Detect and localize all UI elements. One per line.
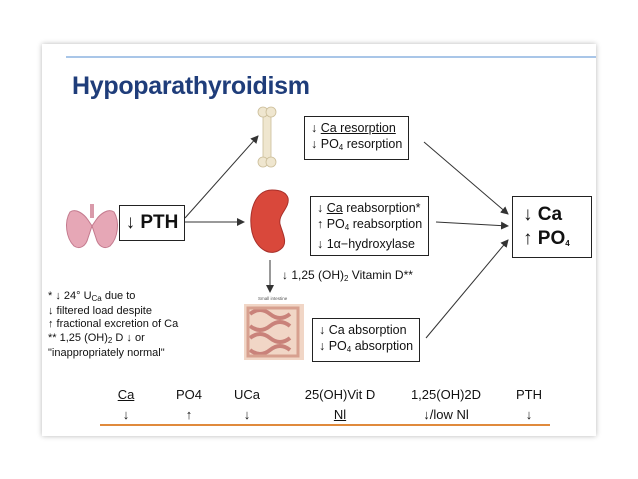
intestine-effect-box: ↓ Ca absorption ↓ PO4 absorption: [312, 318, 421, 362]
po-subscript: 4: [338, 143, 344, 152]
note-1-subscript: Ca: [91, 294, 102, 303]
pth-box: ↓ PTH: [119, 205, 185, 241]
thyroid-icon: [66, 204, 118, 249]
small-intestine-label: Small intestine: [258, 296, 288, 301]
table-value-ca: ↓: [122, 407, 130, 422]
intestine-line-2: ↓ PO4 absorption: [319, 338, 413, 358]
note-4a: ** 1,25 (OH): [48, 331, 108, 344]
intestine-po-text: ↓ PO: [319, 339, 347, 353]
table-header-po4: PO4: [175, 387, 202, 402]
kidney-po-subscript: 4: [344, 223, 350, 232]
kidney-po-text: ↑ PO: [317, 217, 345, 231]
table-value-po4: ↑: [185, 407, 193, 422]
kidney-icon: [250, 189, 289, 253]
title-rule: [66, 56, 596, 58]
result-po-subscript: 4: [565, 239, 570, 248]
note-1b: due to: [101, 290, 136, 302]
table-header-pth: PTH: [516, 387, 542, 402]
kidney-line-2: ↑ PO4 reabsorption: [317, 216, 422, 236]
bone-line-2: ↓ PO4 resorption: [311, 137, 403, 152]
bone-icon: [257, 106, 277, 168]
note-4b: D ↓ or: [112, 331, 145, 344]
note-1a: * ↓ 24° U: [48, 290, 92, 302]
kidney-line-1: ↓ Ca reabsorption*: [317, 201, 421, 215]
bone-effect-box: ↓ Ca resorption ↓ PO4 resorption: [304, 116, 410, 160]
table-header-uca: UCa: [233, 387, 260, 402]
note-line-5: "inappropriately normal": [48, 346, 165, 359]
note-line-1: * ↓ 24° UCa due to: [48, 290, 178, 305]
kidney-effect-box: ↓ Ca reabsorption* ↑ PO4 reabsorption ↓ …: [310, 196, 430, 256]
note-4-subscript: 2: [107, 335, 113, 345]
po-text: PO: [320, 137, 339, 151]
result-box: ↓ Ca ↑ PO4: [512, 196, 592, 258]
table-value-pth: ↓: [525, 407, 533, 422]
intestine-po-absorption-text: absorption: [351, 339, 414, 353]
table-header-25ohd: 25(OH)Vit D: [304, 387, 376, 402]
kidney-reabsorption-text: reabsorption*: [342, 201, 421, 215]
table-value-125ohd: ↓/low Nl: [423, 407, 469, 422]
small-intestine-icon: [244, 304, 304, 360]
result-ca: ↓ Ca: [523, 204, 563, 225]
table-value-25ohd: Nl: [333, 407, 347, 422]
ca-resorption-text: Ca resorption: [320, 121, 396, 135]
table-value-uca: ↓: [243, 407, 251, 422]
vitd-rest-text: Vitamin D**: [348, 268, 413, 282]
po-resorption-text: resorption: [343, 137, 403, 151]
note-line-2: ↓ filtered load despite: [48, 305, 152, 318]
intestine-line-1: ↓ Ca absorption: [319, 323, 407, 337]
result-po: ↑ PO4: [523, 227, 591, 256]
intestine-po-subscript: 4: [346, 345, 352, 354]
bone-line-1: ↓ Ca resorption: [311, 121, 396, 135]
result-po-text: ↑ PO: [523, 228, 566, 249]
table-bottom-rule: [100, 424, 550, 426]
footnotes: * ↓ 24° UCa due to ↓ filtered load despi…: [48, 290, 178, 360]
table-header-125ohd: 1,25(OH)2D: [410, 387, 482, 402]
kidney-po-reabsorption-text: reabsorption: [349, 217, 423, 231]
note-line-4: ** 1,25 (OH)2 D ↓ or: [48, 332, 178, 347]
vitd-text: ↓ 1,25 (OH): [282, 268, 345, 282]
kidney-line-3: ↓ 1α−hydroxylase: [317, 237, 415, 251]
kidney-ca-text: Ca: [326, 201, 343, 215]
vitamin-d-label: ↓ 1,25 (OH)2 Vitamin D**: [282, 268, 413, 283]
note-line-3: ↑ fractional excretion of Ca: [48, 318, 179, 331]
vitd-subscript: 2: [344, 274, 349, 283]
table-header-ca: Ca: [117, 387, 135, 402]
slide-title: Hypoparathyroidism: [72, 72, 310, 100]
